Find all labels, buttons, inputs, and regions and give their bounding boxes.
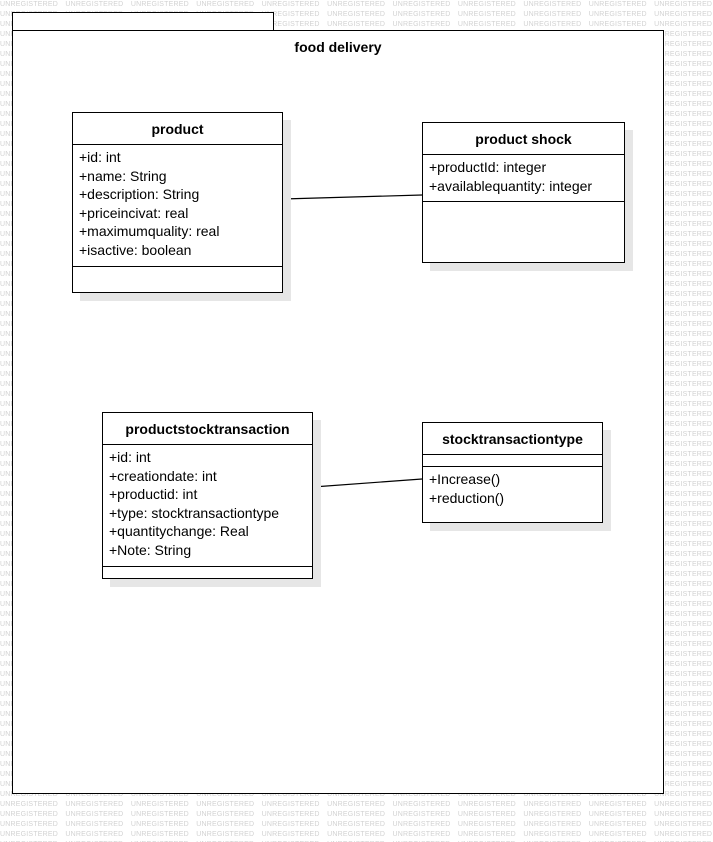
class-stocktransactiontype[interactable]: stocktransactiontype +Increase() +reduct…: [422, 422, 603, 523]
attribute-row: +creationdate: int: [109, 467, 217, 484]
attribute-row: +productId: integer: [429, 159, 547, 175]
watermark-line: UNREGISTERED UNREGISTERED UNREGISTERED U…: [0, 811, 713, 818]
watermark-line: UNREGISTERED UNREGISTERED UNREGISTERED U…: [0, 21, 713, 28]
class-operations: [73, 267, 282, 270]
class-attributes: +id: int +name: String +description: Str…: [73, 145, 282, 267]
association-transaction-transactiontype[interactable]: [312, 478, 423, 488]
watermark-line: UNREGISTERED UNREGISTERED UNREGISTERED U…: [0, 821, 713, 828]
class-product[interactable]: product +id: int +name: String +descript…: [72, 112, 283, 293]
class-productstocktransaction[interactable]: productstocktransaction +id: int +creati…: [102, 412, 313, 579]
watermark-line: UNREGISTERED UNREGISTERED UNREGISTERED U…: [0, 801, 713, 808]
association-product-productshock[interactable]: [282, 194, 423, 200]
package-tab: [12, 12, 274, 31]
watermark-line: UNREGISTERED UNREGISTERED UNREGISTERED U…: [0, 1, 713, 8]
attribute-row: +id: int: [79, 149, 121, 165]
class-attributes: [423, 455, 602, 467]
attribute-row: +productid: int: [109, 486, 198, 503]
attribute-row: +name: String: [79, 167, 167, 184]
attribute-row: +maximumquality: real: [79, 223, 220, 240]
class-operations: [103, 567, 312, 570]
attribute-row: +Note: String: [109, 541, 192, 558]
attribute-row: +description: String: [79, 186, 200, 203]
watermark-line: UNREGISTERED UNREGISTERED UNREGISTERED U…: [0, 831, 713, 838]
attribute-row: +isactive: boolean: [79, 241, 192, 258]
class-name: product shock: [423, 123, 624, 155]
attribute-row: +availablequantity: integer: [429, 177, 593, 194]
attribute-row: +priceincivat: real: [79, 204, 189, 221]
operation-row: +reduction(): [429, 489, 505, 506]
operation-row: +Increase(): [429, 471, 501, 487]
class-attributes: +productId: integer +availablequantity: …: [423, 155, 624, 202]
attribute-row: +quantitychange: Real: [109, 523, 249, 540]
watermark-line: UNREGISTERED UNREGISTERED UNREGISTERED U…: [0, 791, 713, 798]
class-attributes: +id: int +creationdate: int +productid: …: [103, 445, 312, 567]
package-title: food delivery: [294, 39, 382, 55]
class-name: productstocktransaction: [103, 413, 312, 445]
class-product-shock[interactable]: product shock +productId: integer +avail…: [422, 122, 625, 263]
class-name: stocktransactiontype: [423, 423, 602, 455]
class-operations: +Increase() +reduction(): [423, 467, 602, 507]
class-name: product: [73, 113, 282, 145]
class-operations: [423, 202, 624, 205]
watermark-line: UNREGISTERED UNREGISTERED UNREGISTERED U…: [0, 11, 713, 18]
attribute-row: +id: int: [109, 449, 151, 465]
attribute-row: +type: stocktransactiontype: [109, 504, 280, 521]
